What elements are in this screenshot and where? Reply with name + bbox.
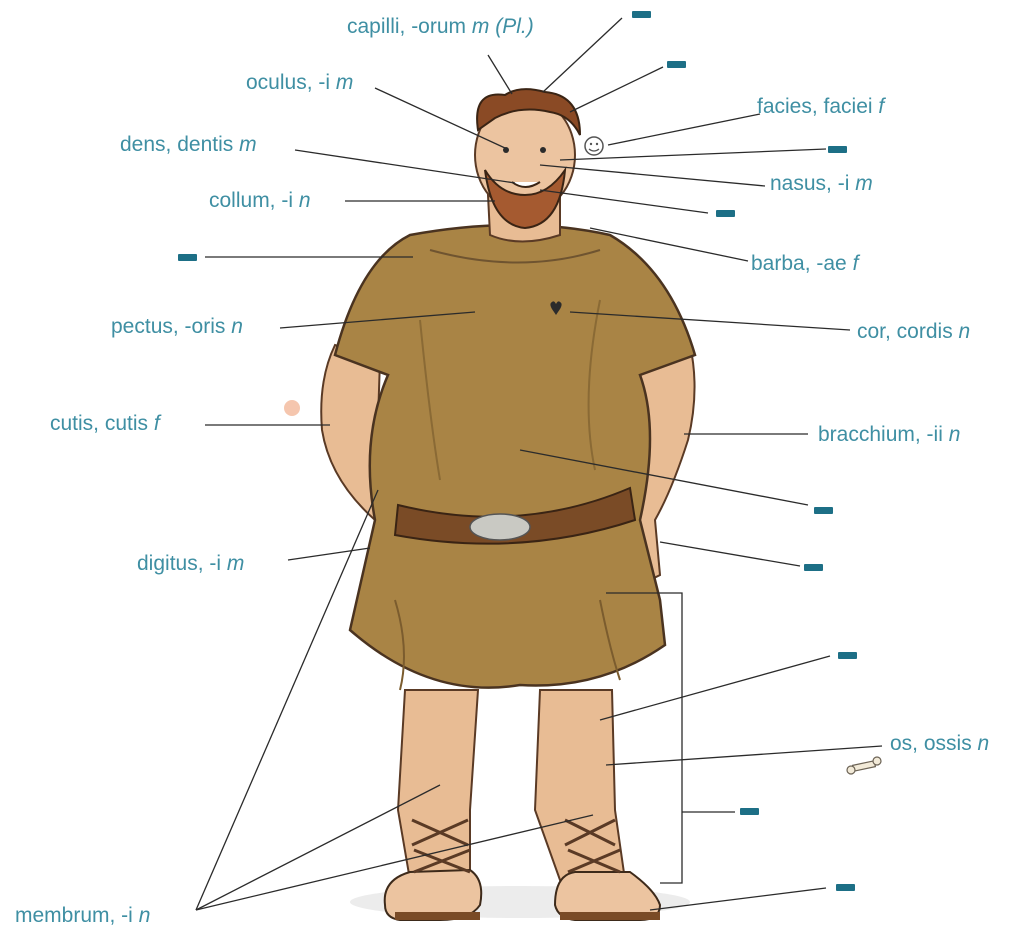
tunic xyxy=(335,225,695,690)
label-facies: facies, faciei f xyxy=(757,95,884,119)
label-dens: dens, dentis m xyxy=(120,133,257,157)
blank-marker[interactable] xyxy=(178,254,197,261)
label-membrum: membrum, -i n xyxy=(15,904,150,928)
bone-icon xyxy=(847,757,881,774)
label-oculus: oculus, -i m xyxy=(246,71,353,95)
blank-marker[interactable] xyxy=(716,210,735,217)
head xyxy=(475,89,580,241)
label-capilli: capilli, -orum m (Pl.) xyxy=(347,15,534,39)
skin-swatch xyxy=(284,400,300,416)
label-barba: barba, -ae f xyxy=(751,252,858,276)
blank-marker[interactable] xyxy=(632,11,651,18)
label-os: os, ossis n xyxy=(890,732,989,756)
legs xyxy=(398,690,625,880)
belt-buckle xyxy=(470,514,530,540)
label-bracchium: bracchium, -ii n xyxy=(818,423,960,447)
blank-marker[interactable] xyxy=(838,652,857,659)
label-collum: collum, -i n xyxy=(209,189,311,213)
blank-marker[interactable] xyxy=(804,564,823,571)
blank-marker[interactable] xyxy=(836,884,855,891)
label-digitus: digitus, -i m xyxy=(137,552,244,576)
smiley-icon xyxy=(585,137,603,155)
blank-marker[interactable] xyxy=(814,507,833,514)
label-pectus: pectus, -oris n xyxy=(111,315,243,339)
blank-marker[interactable] xyxy=(740,808,759,815)
blank-marker[interactable] xyxy=(667,61,686,68)
blank-marker[interactable] xyxy=(828,146,847,153)
label-nasus: nasus, -i m xyxy=(770,172,873,196)
label-cutis: cutis, cutis f xyxy=(50,412,160,436)
label-cor: cor, cordis n xyxy=(857,320,970,344)
